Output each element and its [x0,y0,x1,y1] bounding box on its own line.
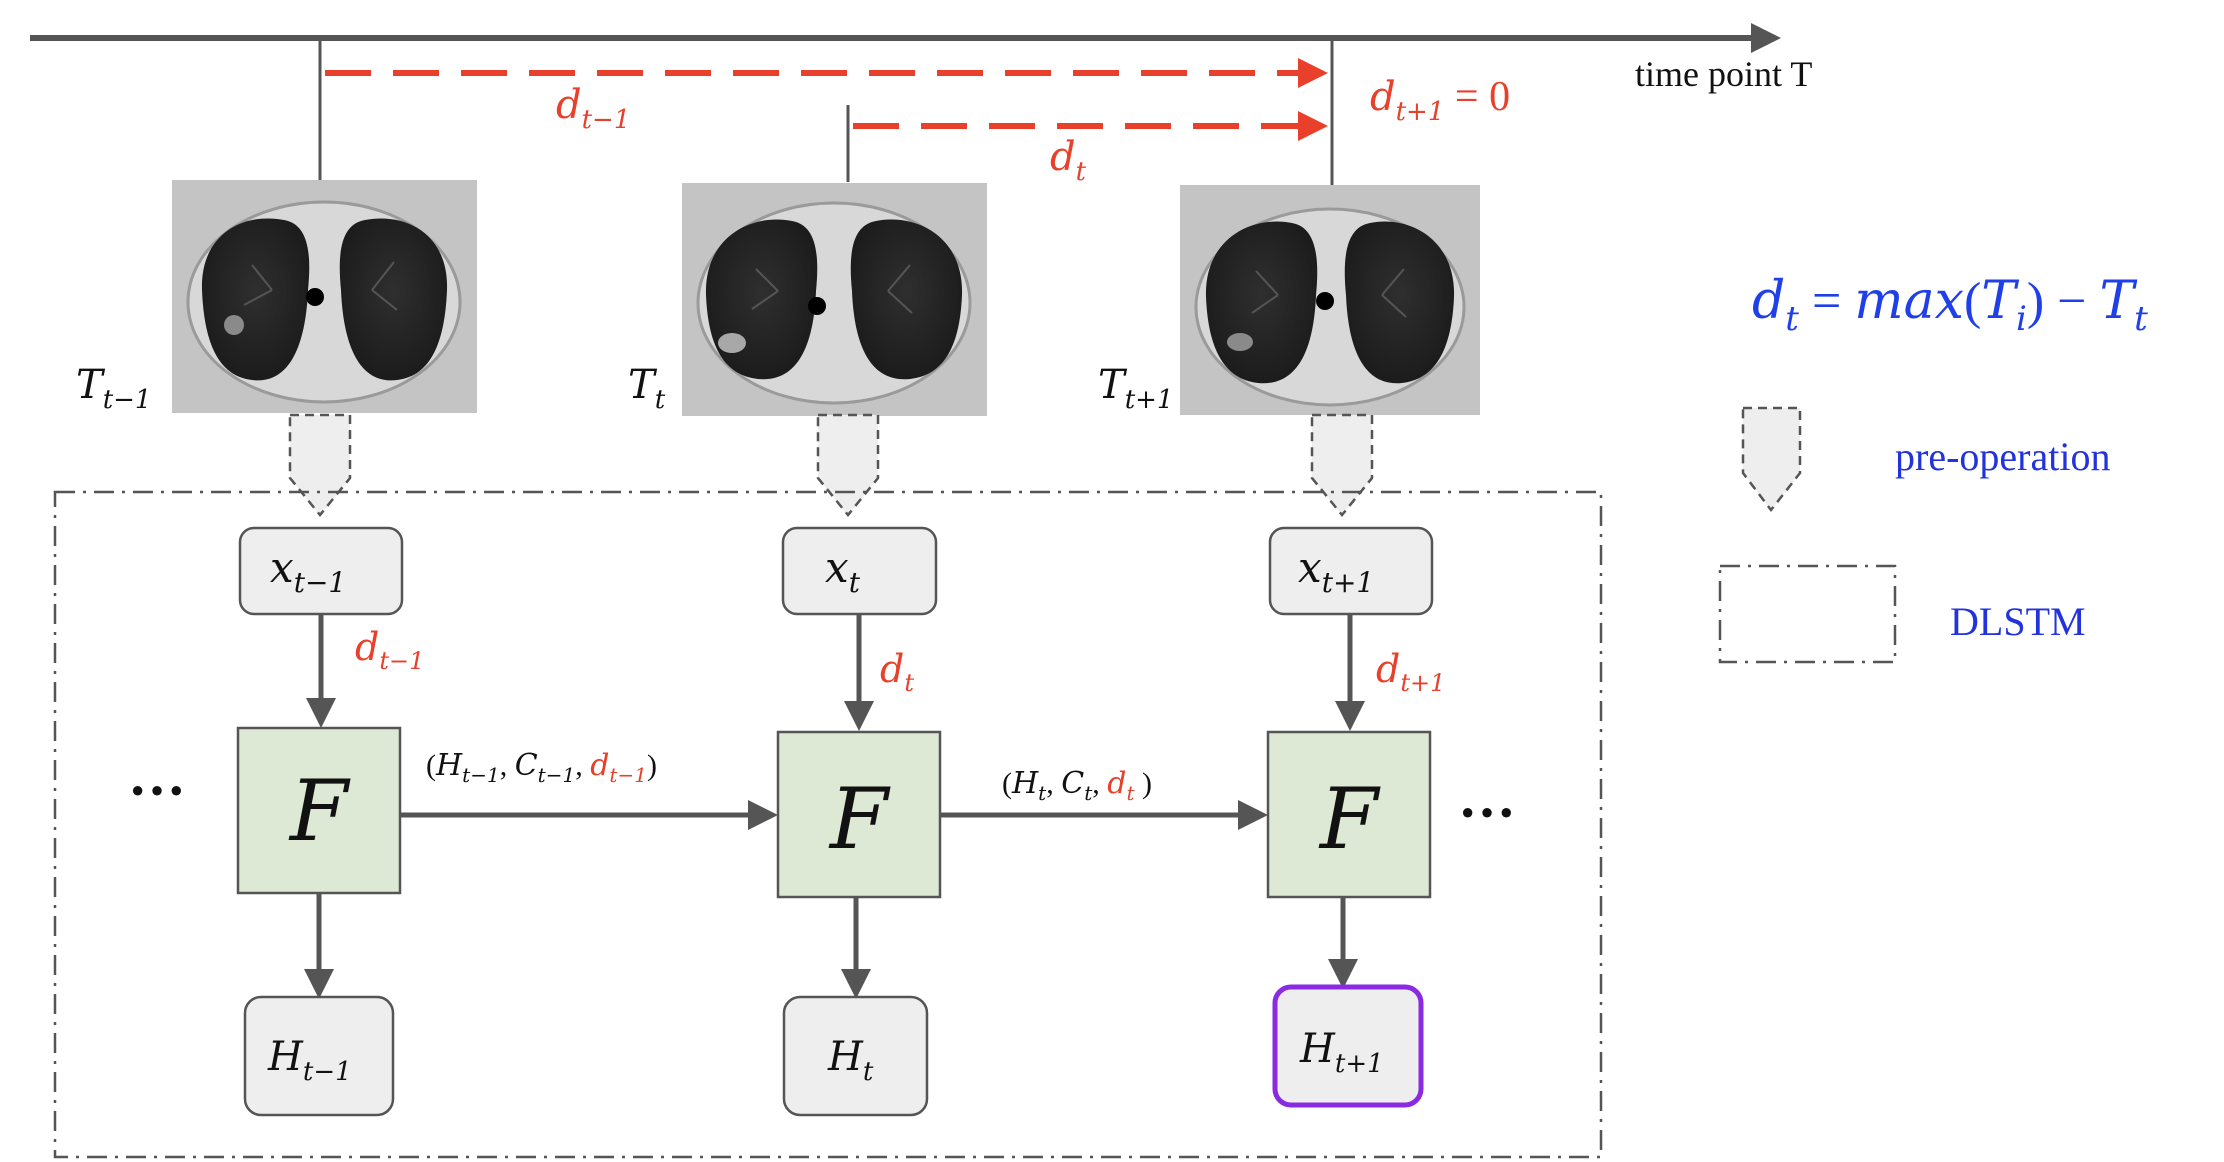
cell-label-2: F [828,770,891,868]
input-delta-d-t-plus-1: dt+1 [1376,647,1445,697]
gap-label-d-t: dt [1050,134,1087,187]
ct-scan-images [172,180,1480,416]
pre-operation-arrows [288,413,1374,517]
output-h-t-plus-1-highlight [1272,984,1424,1108]
delta-formula: dt = max(Ti) − Tt [1752,271,2148,339]
lung-ct-image-1 [172,180,477,413]
input-nodes: xt−1 xt xt+1 [238,526,1434,616]
scan-label-t: Tt [628,362,666,415]
ellipsis-right: ··· [1458,780,1516,845]
pre-operation-arrow-icon [288,413,352,517]
input-x-t-plus-1: xt+1 [1298,543,1374,599]
legend-pre-operation-label: pre-operation [1895,434,2110,479]
scan-label-t-minus-1: Tt−1 [76,362,151,415]
input-delta-d-t: dt [880,647,914,697]
timeline: time point T dt−1 dt dt+1 = 0 [30,23,1812,188]
ellipsis-left: ··· [128,758,186,823]
legend-dlstm-label: DLSTM [1950,599,2086,644]
output-h-t: Ht [827,1034,874,1087]
output-h-t-plus-1: Ht+1 [1299,1026,1384,1079]
cell-f-3 [1266,730,1432,899]
transition-label-2: (Ht, Ct, dt ) [1002,766,1152,805]
cell-label-1: F [288,762,351,860]
input-x-t: xt [825,543,861,599]
cell-to-output-arrows [304,893,1358,999]
lung-ct-image-2 [682,183,987,416]
input-delta-d-t-minus-1: dt−1 [355,625,424,675]
dlstm-container [53,490,1603,1159]
output-nodes: Ht−1 Ht Ht+1 [243,984,1424,1117]
dlstm-dashdot-box-icon [1718,564,1897,664]
legend: pre-operation DLSTM [1718,406,2110,664]
gap-label-d-t-minus-1: dt−1 [556,82,630,135]
pre-operation-arrow-icon [1310,413,1374,517]
cell-f-2 [776,730,942,899]
lung-ct-image-3 [1180,185,1480,415]
end-label-d-t-plus-1: dt+1 = 0 [1370,74,1510,127]
pre-operation-arrow-icon [1741,406,1802,513]
time-axis-label: time point T [1635,54,1812,94]
scan-label-t-plus-1: Tt+1 [1098,362,1173,415]
cell-f-1 [236,726,402,895]
output-h-t-minus-1: Ht−1 [267,1034,352,1087]
input-x-t-minus-1: xt−1 [270,543,346,599]
pre-operation-arrow-icon [816,413,880,517]
dlstm-cells: F F F [236,726,1432,899]
input-to-cell-arrows [306,614,1365,731]
cell-label-3: F [1318,770,1381,868]
transition-label-1: (Ht−1, Ct−1, dt−1) [426,748,657,787]
